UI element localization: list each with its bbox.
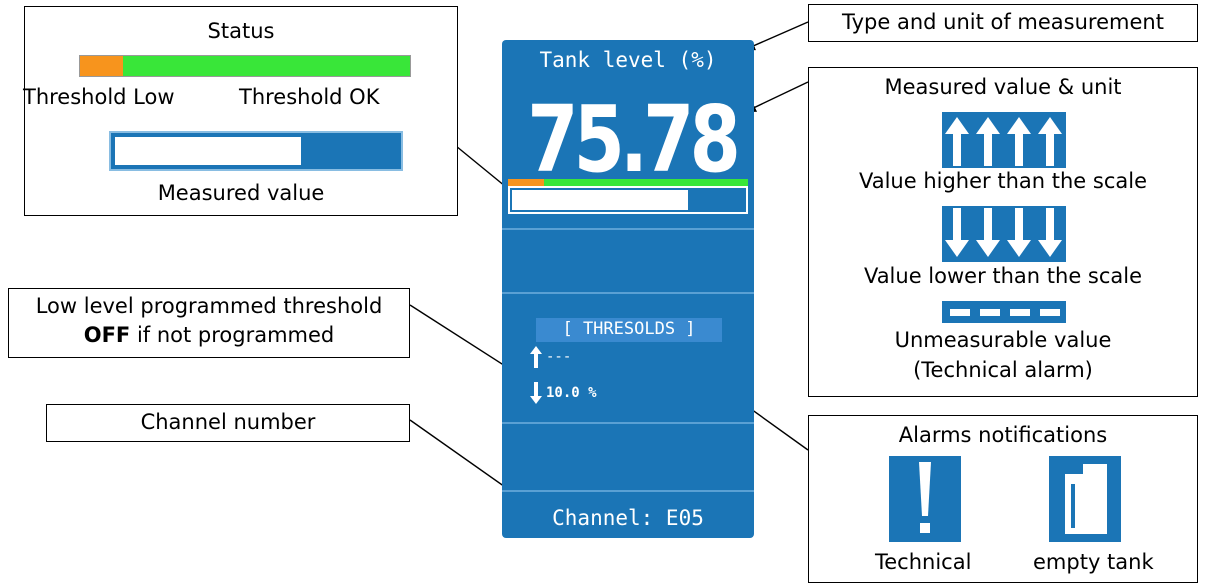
tank-icon [1049,456,1121,542]
dashes-icon [942,301,1066,323]
separator-2 [502,292,754,294]
arrow-measured-value [744,81,809,113]
panel-measured-bar [508,186,748,214]
type-unit-label: Type and unit of measurement [842,10,1164,34]
channel-number-label: Channel number [140,410,316,434]
panel-status-low-fill [508,179,544,186]
unmeasurable-label-2: (Technical alarm) [913,358,1093,382]
type-unit-box: Type and unit of measurement [808,4,1198,42]
separator-4 [502,490,754,492]
arrow-type-unit [743,21,809,51]
lower-label: Value lower than the scale [863,264,1143,288]
channel-number-box: Channel number [46,404,410,442]
status-title: Status [207,19,275,43]
measured-value: 75.78 [527,86,741,193]
panel-measured-fill [512,190,688,210]
status-legend-box: Status Threshold Low Threshold OK Measur… [23,6,458,216]
device-panel: Tank level (%) 75.78 [ THRESOLDS ] --- 1… [502,40,754,538]
arrows-down-icon [942,206,1066,262]
threshold-up-icon [530,346,542,372]
measured-legend-bar [109,131,403,171]
threshold-high-value: --- [546,349,572,365]
alarms-box: Alarms notifications Technical empty tan… [808,415,1198,583]
technical-label: Technical [875,550,972,574]
measured-legend-fill [115,137,301,165]
low-threshold-rest: if not programmed [130,323,335,347]
threshold-low-value: 10.0 % [546,385,597,401]
measured-unit-box: Measured value & unit Value higher than … [808,67,1198,397]
separator-3 [502,422,754,424]
panel-status-bar [508,179,748,186]
low-threshold-line1: Low level programmed threshold [35,294,383,318]
threshold-down-icon [530,382,542,408]
unmeasurable-label-1: Unmeasurable value [894,328,1112,352]
low-threshold-box: Low level programmed threshold OFF if no… [8,288,410,358]
alarms-title: Alarms notifications [898,423,1108,447]
thresholds-header: [ THRESOLDS ] [536,318,722,342]
measurement-type: Tank level (%) [539,48,717,72]
off-keyword: OFF [83,323,131,347]
measured-unit-title: Measured value & unit [884,75,1122,99]
exclamation-icon [889,456,961,542]
threshold-low-label: Threshold Low [23,85,175,109]
threshold-ok-label: Threshold OK [239,85,380,109]
channel-label: Channel: E05 [552,506,704,530]
measured-value-label: Measured value [157,181,325,205]
arrows-up-icon [942,112,1066,168]
low-threshold-line2: OFF if not programmed [9,323,409,347]
separator-1 [502,228,754,230]
empty-tank-label: empty tank [1033,550,1154,574]
thresholds-label: [ THRESOLDS ] [562,319,696,339]
status-legend-low-fill [80,56,123,76]
status-legend-bar [79,55,411,77]
higher-label: Value higher than the scale [858,169,1147,193]
